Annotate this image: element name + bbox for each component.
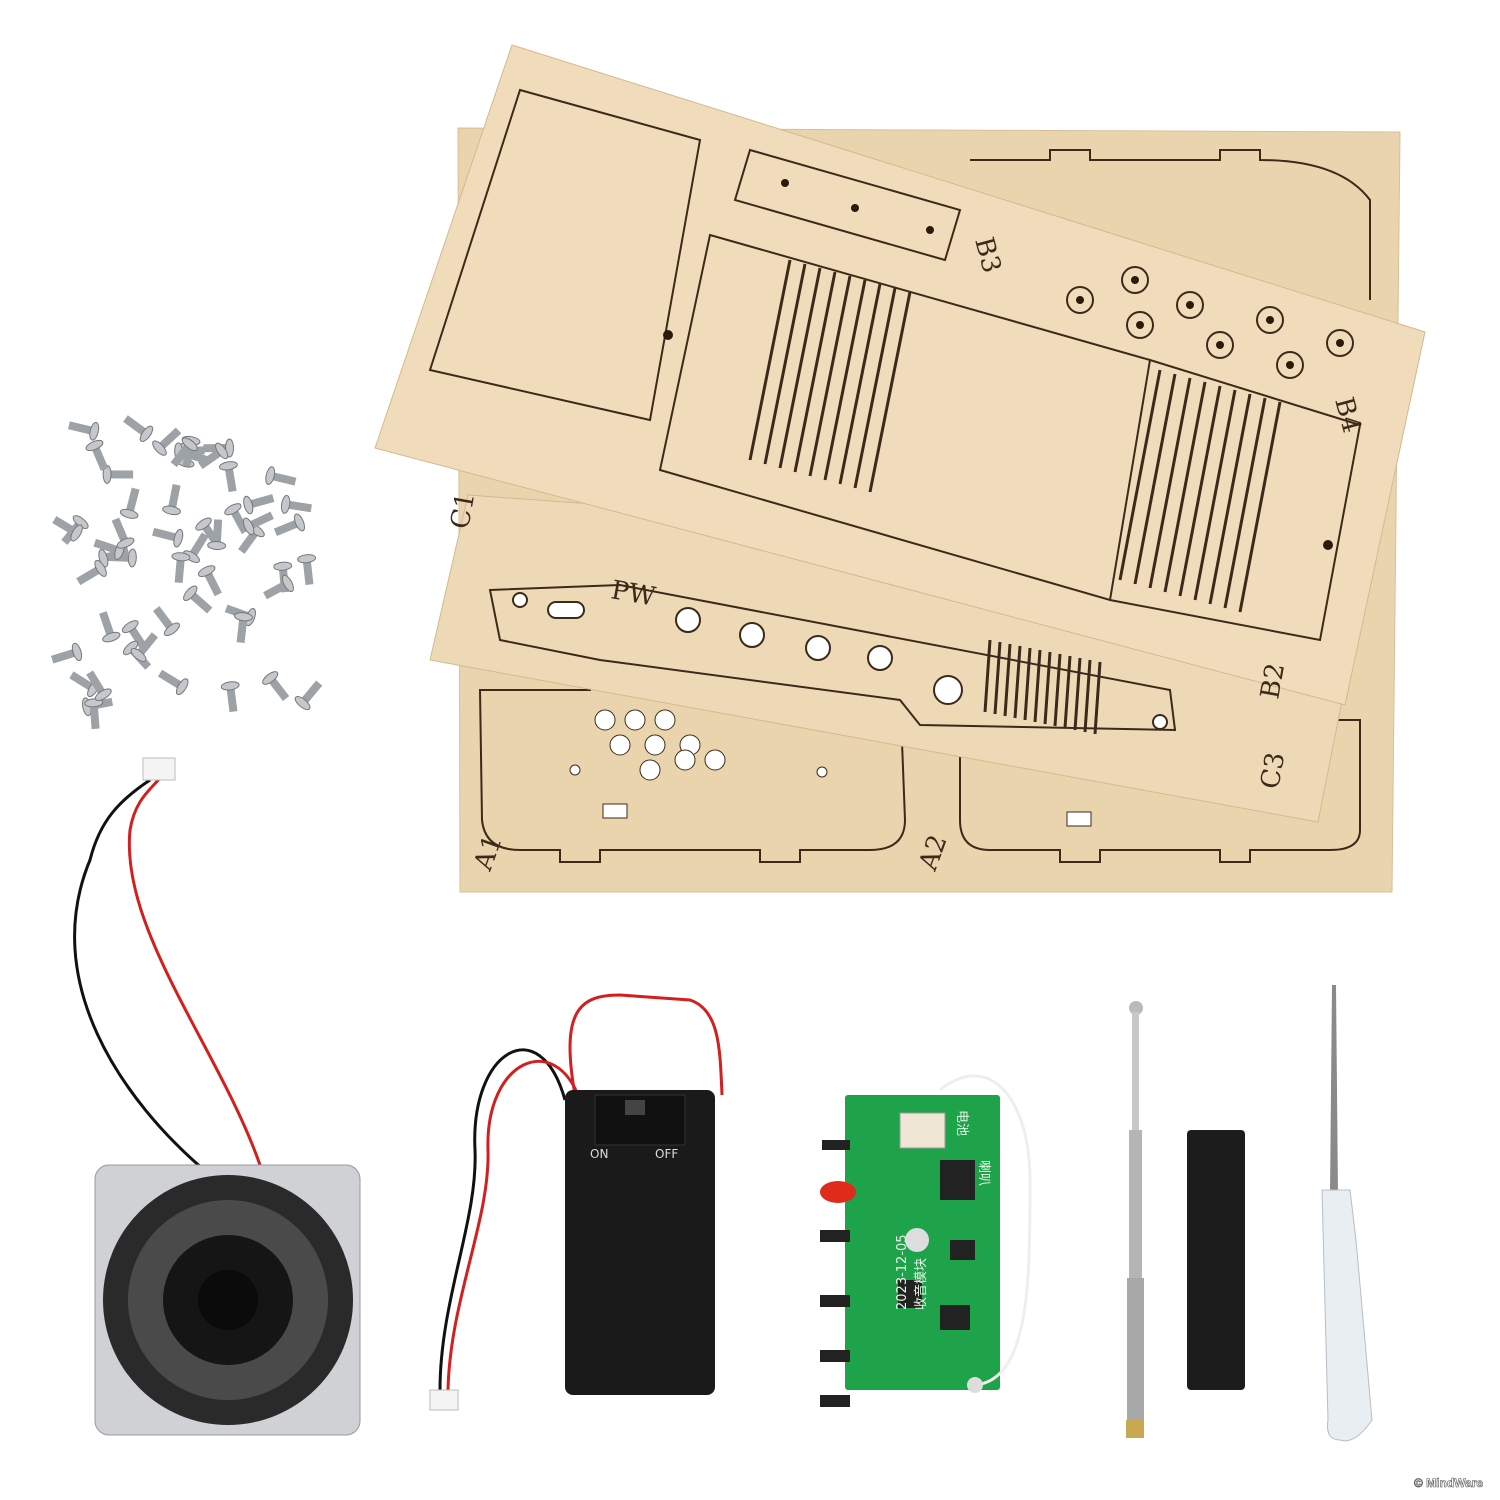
- screw: [294, 680, 323, 711]
- battery-off-label: OFF: [655, 1147, 678, 1161]
- screw: [183, 585, 213, 614]
- screw: [263, 574, 294, 600]
- screw: [170, 437, 198, 468]
- label-c3: C3: [1255, 750, 1291, 791]
- screw: [220, 681, 240, 713]
- label-b2: B2: [1255, 661, 1291, 701]
- pcb-battery-label: 电池: [954, 1110, 969, 1136]
- screw: [152, 527, 184, 548]
- screw: [162, 484, 181, 516]
- screw: [242, 511, 274, 536]
- screw: [85, 439, 109, 472]
- screw: [76, 559, 107, 586]
- screw: [86, 670, 112, 702]
- screw: [197, 565, 222, 597]
- screw: [99, 611, 121, 643]
- screw: [297, 554, 317, 585]
- foam-pad: [1187, 1130, 1245, 1390]
- telescopic-antenna: [1126, 1001, 1144, 1438]
- radio-pcb: 2023-12-05 收音模块 电池 喇叭: [820, 1074, 1032, 1407]
- screws-pile: [50, 415, 323, 730]
- screw: [262, 671, 290, 702]
- screw: [152, 427, 182, 456]
- screw: [102, 464, 134, 484]
- screw: [183, 532, 209, 563]
- battery-box: ON OFF: [429, 993, 724, 1411]
- screw: [119, 487, 140, 519]
- screw: [243, 494, 275, 515]
- screw: [52, 516, 83, 542]
- watermark: © MindWare: [1414, 1476, 1483, 1490]
- screw: [123, 415, 154, 442]
- screw: [273, 513, 305, 537]
- screw: [280, 494, 312, 514]
- screw: [111, 517, 135, 549]
- screw: [171, 552, 191, 584]
- screw: [68, 421, 100, 441]
- pcb-module-label: 收音模块: [913, 1258, 929, 1310]
- power-switch[interactable]: [625, 1100, 645, 1115]
- screw: [207, 519, 227, 551]
- pcb-date: 2023-12-05: [895, 1234, 910, 1310]
- screw: [198, 442, 229, 470]
- screw: [50, 642, 83, 664]
- battery-on-label: ON: [590, 1147, 608, 1161]
- pcb-speaker-label: 喇叭: [976, 1160, 991, 1186]
- screw: [157, 669, 189, 696]
- screw: [219, 461, 238, 493]
- speaker-connector: [142, 757, 176, 781]
- screw: [265, 466, 297, 486]
- screw: [130, 632, 159, 662]
- speaker: [73, 757, 361, 1436]
- screw: [224, 503, 249, 534]
- screw: [234, 612, 253, 644]
- screw: [153, 606, 180, 637]
- wood-board-b: B3 B4 B2: [374, 44, 1426, 706]
- label-c1: C1: [445, 490, 481, 531]
- screwdriver: [1321, 985, 1373, 1442]
